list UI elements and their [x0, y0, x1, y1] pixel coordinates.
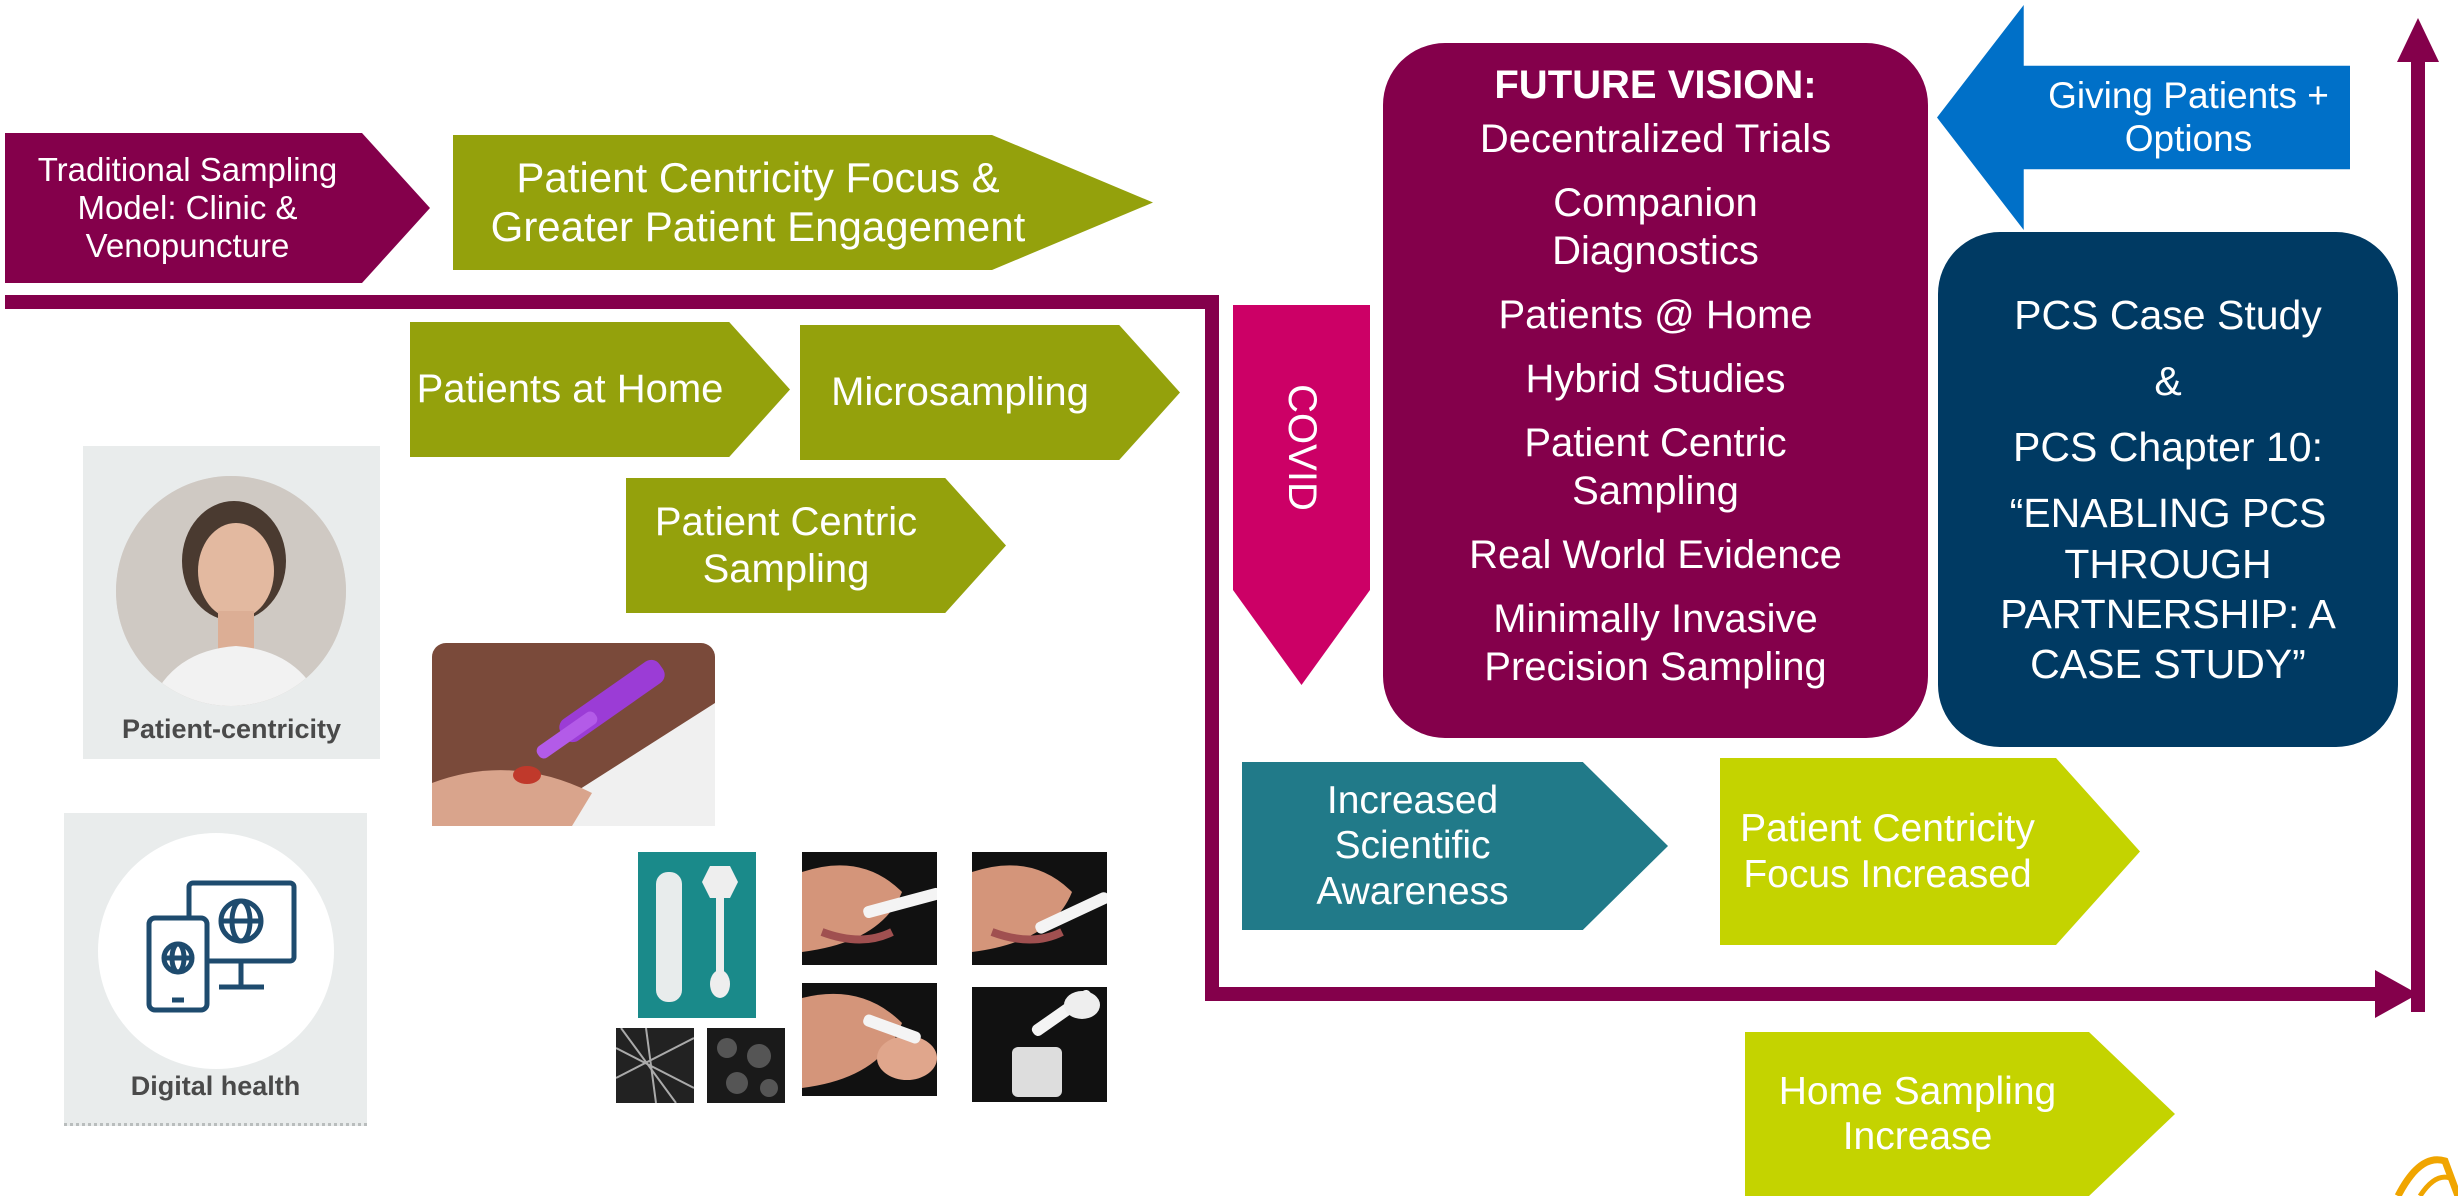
micrograph-right — [707, 1028, 785, 1103]
pcs-line-chapter: PCS Chapter 10: — [2013, 424, 2323, 471]
nasal-swab-photo-3 — [802, 983, 937, 1096]
covid-label: COVID — [1280, 384, 1324, 511]
patient-centricity-focus-label: Patient Centricity Focus & Greater Patie… — [490, 153, 1026, 250]
logo-icon — [2394, 1156, 2458, 1196]
patient-centricity-caption: Patient-centricity — [121, 714, 342, 744]
swab-device-photo — [638, 852, 756, 1018]
patients-at-home-chevron: Patients at Home — [410, 322, 790, 457]
vision-item-minimally-invasive: Minimally Invasive Precision Sampling — [1484, 597, 1827, 689]
patient-centricity-focus-chevron: Patient Centricity Focus & Greater Patie… — [453, 135, 1153, 270]
pcs-line-case-study: PCS Case Study — [2014, 292, 2322, 339]
fingerprick-photo — [432, 643, 715, 826]
future-vision-box: FUTURE VISION: Decentralized Trials Comp… — [1383, 43, 1928, 738]
swab-tube-photo — [972, 987, 1107, 1102]
future-vision-title: FUTURE VISION: — [1494, 63, 1817, 107]
microsampling-label: Microsampling — [831, 370, 1089, 415]
giving-patients-label: Giving Patients + Options — [2048, 74, 2329, 159]
focus-increased-label: Patient Centricity Focus Increased — [1740, 807, 2035, 896]
vision-item-companion-diagnostics: Companion Diagnostics — [1552, 181, 1759, 273]
digital-health-icon — [146, 880, 297, 1013]
digital-health-caption: Digital health — [130, 1071, 301, 1101]
covid-label-wrap: COVID — [1233, 305, 1370, 590]
vision-item-hybrid-studies: Hybrid Studies — [1525, 357, 1786, 401]
traditional-sampling-label: Traditional Sampling Model: Clinic & Ven… — [37, 150, 338, 265]
patient-centric-sampling-label: Patient Centric Sampling — [654, 500, 918, 591]
increased-awareness-label: Increased Scientific Awareness — [1316, 779, 1509, 913]
patient-centric-sampling-chevron: Patient Centric Sampling — [626, 478, 1006, 613]
focus-increased-chevron: Patient Centricity Focus Increased — [1720, 758, 2140, 945]
vision-item-patients-at-home: Patients @ Home — [1498, 293, 1813, 337]
traditional-sampling-chevron: Traditional Sampling Model: Clinic & Ven… — [5, 133, 430, 283]
digital-health-card: Digital health — [64, 813, 367, 1126]
home-sampling-chevron: Home Sampling Increase — [1745, 1032, 2175, 1196]
covid-chevron: COVID — [1233, 305, 1370, 685]
tablet-icon — [146, 915, 210, 1013]
microsampling-chevron: Microsampling — [800, 325, 1180, 460]
increased-awareness-chevron: Increased Scientific Awareness — [1242, 762, 1668, 930]
woman-portrait-icon — [116, 476, 346, 706]
nasal-swab-photo-2 — [972, 852, 1107, 965]
pcs-line-title: “ENABLING PCS THROUGH PARTNERSHIP: A CAS… — [2000, 490, 2336, 687]
vision-item-real-world-evidence: Real World Evidence — [1469, 533, 1842, 577]
patients-at-home-label: Patients at Home — [416, 367, 724, 412]
vision-item-decentralized-trials: Decentralized Trials — [1479, 117, 1832, 161]
pcs-case-study-box: PCS Case Study & PCS Chapter 10: “ENABLI… — [1938, 232, 2398, 747]
micrograph-left — [616, 1028, 694, 1103]
home-sampling-label: Home Sampling Increase — [1778, 1069, 2057, 1158]
patient-centricity-photo: Patient-centricity — [83, 446, 380, 759]
vision-item-patient-centric-sampling: Patient Centric Sampling — [1524, 421, 1787, 513]
pcs-line-ampersand: & — [2154, 358, 2182, 405]
nasal-swab-photo-1 — [802, 852, 937, 965]
